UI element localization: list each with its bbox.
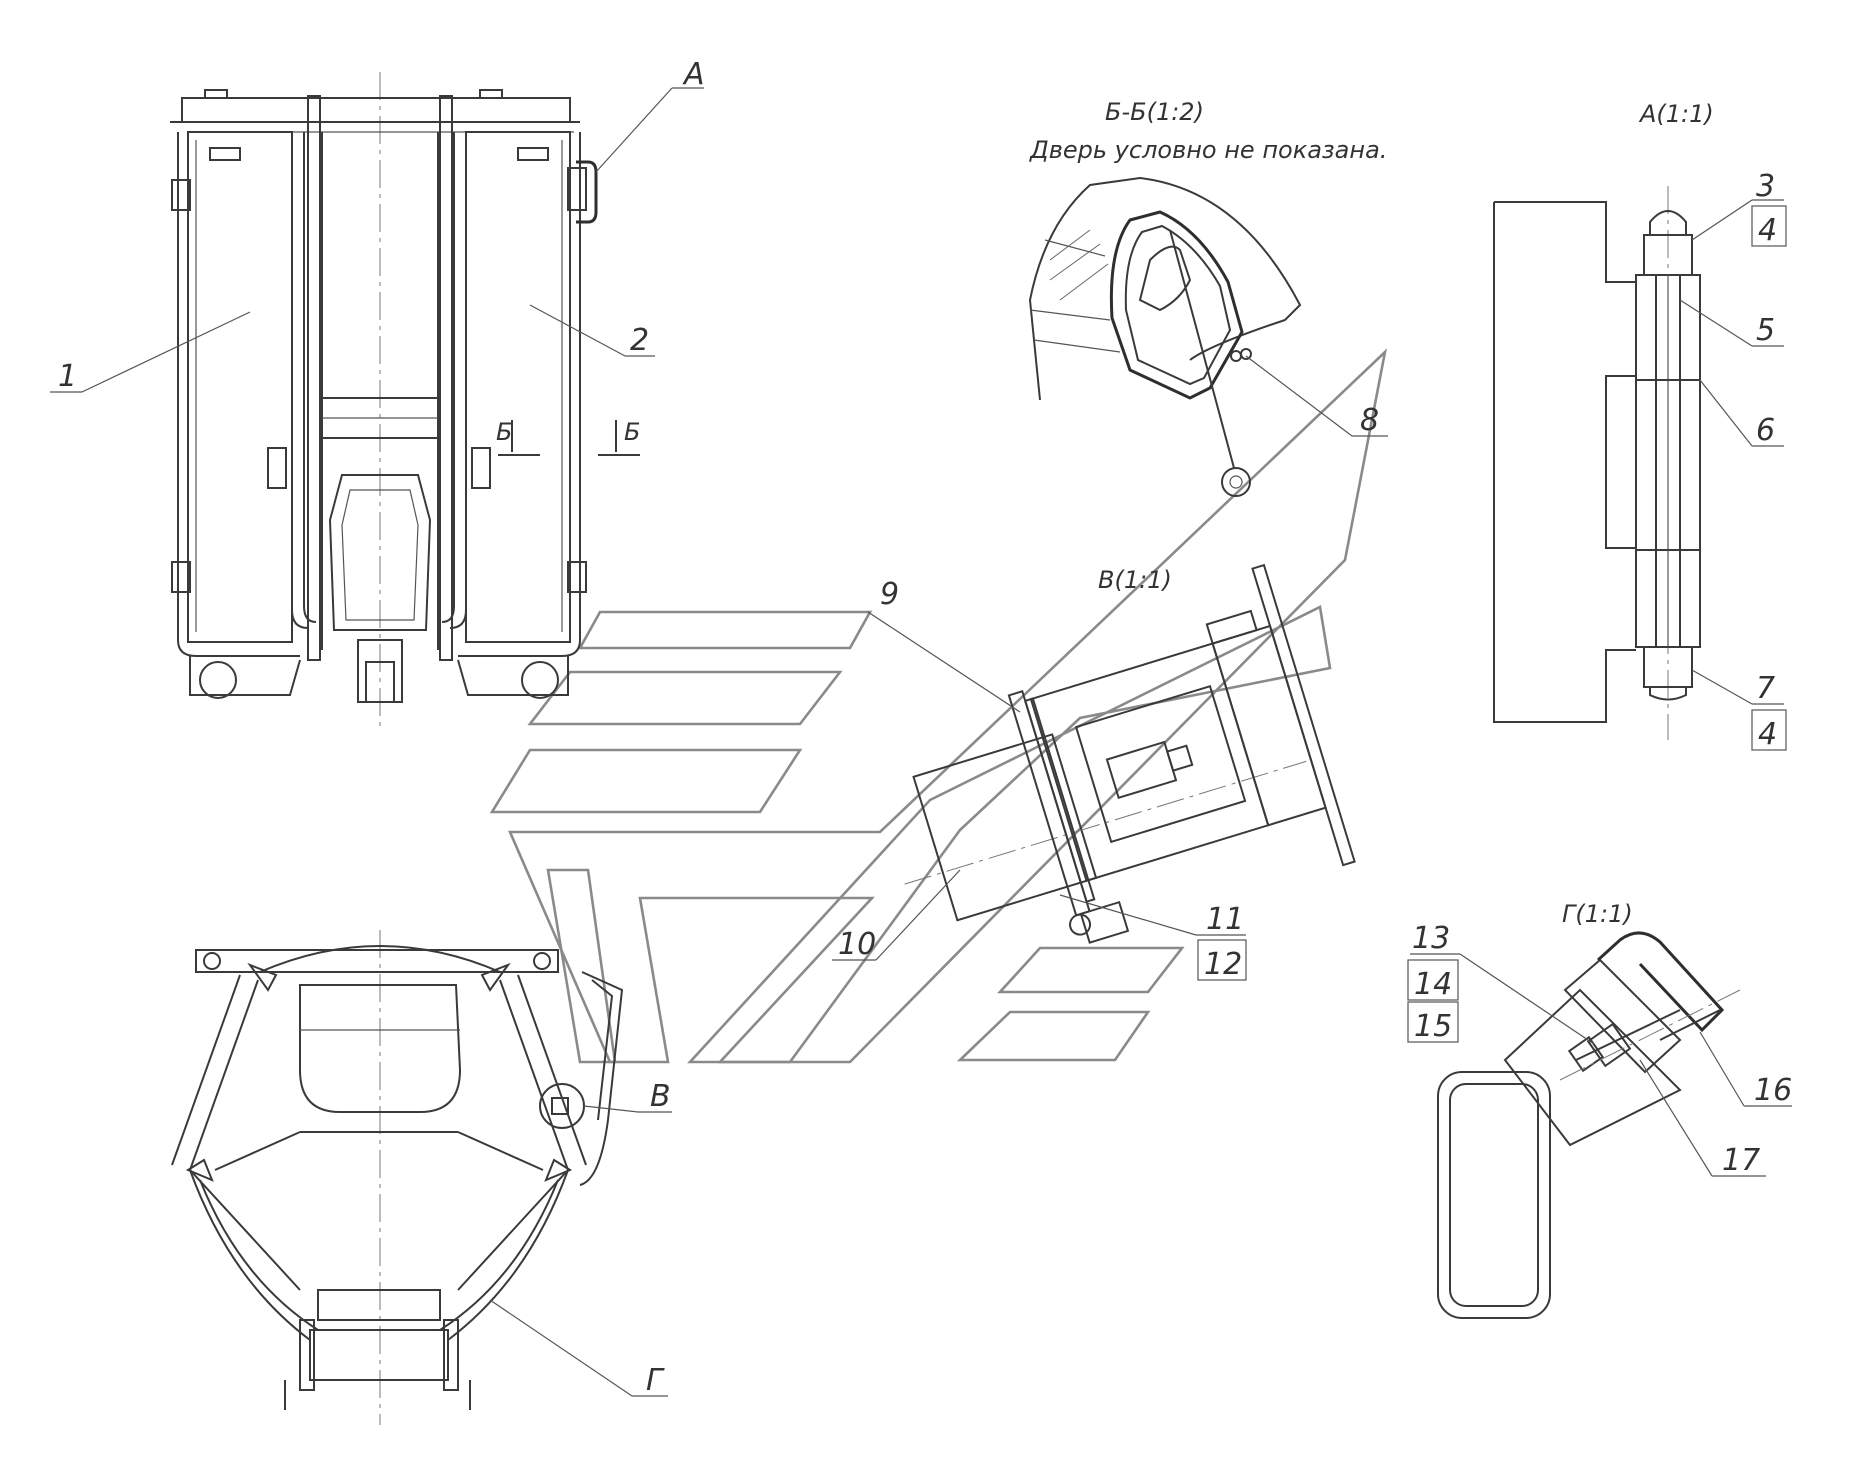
label-pos-3: 3 (1756, 169, 1775, 204)
label-pos-16: 16 (1754, 1073, 1792, 1108)
detail-a-view (1493, 186, 1701, 740)
label-pos-14: 14 (1414, 967, 1452, 1002)
label-pos-9: 9 (880, 577, 899, 612)
label-pos-15: 15 (1414, 1009, 1452, 1044)
label-pos-10: 10 (838, 927, 876, 962)
bottom-view (171, 930, 624, 1425)
label-pos-12: 12 (1204, 947, 1242, 982)
label-pos-1: 1 (58, 359, 77, 394)
detail-g-view (1437, 931, 1741, 1319)
cut-mark-b-right: Б (624, 418, 640, 446)
section-bb-title: Б-Б(1:2) (1105, 98, 1204, 126)
section-bb-note: Дверь условно не показана. (1029, 136, 1387, 164)
label-pos-2: 2 (630, 323, 649, 358)
section-bb-view (1028, 176, 1302, 497)
main-view: Б Б (170, 72, 640, 732)
detail-v-view (904, 563, 1356, 944)
label-pos-8: 8 (1360, 403, 1379, 438)
label-callout-g: Г (646, 1363, 665, 1398)
detail-v-title: В(1:1) (1098, 566, 1172, 594)
cut-mark-b-left: Б (496, 418, 512, 446)
label-callout-v: В (650, 1079, 671, 1114)
label-pos-4-bottom: 4 (1758, 717, 1777, 752)
label-pos-6: 6 (1756, 413, 1775, 448)
detail-g-title: Г(1:1) (1562, 900, 1633, 928)
watermark-logo (489, 348, 1388, 1064)
label-view-a: А (682, 57, 705, 92)
label-pos-4-top: 4 (1758, 213, 1777, 248)
label-pos-17: 17 (1722, 1143, 1760, 1178)
label-pos-11: 11 (1206, 902, 1244, 937)
detail-a-title: А(1:1) (1638, 100, 1714, 128)
label-pos-7: 7 (1756, 671, 1775, 706)
label-pos-5: 5 (1756, 313, 1775, 348)
label-pos-13: 13 (1412, 921, 1450, 956)
